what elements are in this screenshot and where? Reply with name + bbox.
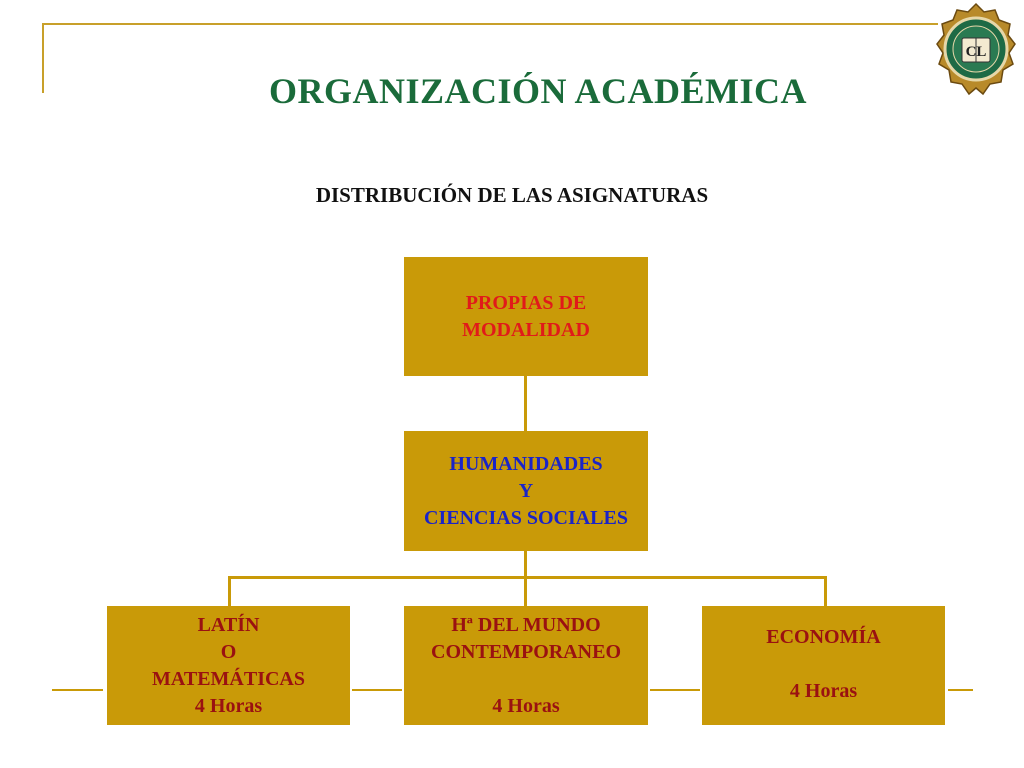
box-text: MODALIDAD xyxy=(462,318,590,341)
box-text: MATEMÁTICAS xyxy=(152,667,305,690)
page-title: ORGANIZACIÓN ACADÉMICA xyxy=(268,71,808,111)
connector-horizontal xyxy=(228,576,827,579)
connector-right-drop xyxy=(824,576,827,606)
box-text: LATÍN xyxy=(197,613,260,636)
page-subtitle: DISTRIBUCIÓN DE LAS ASIGNATURAS xyxy=(315,183,709,207)
box-text: PROPIAS DE xyxy=(465,291,587,314)
box-hours: 4 Horas xyxy=(194,694,263,717)
box-text: HUMANIDADES xyxy=(449,452,603,475)
connector-top-middle xyxy=(524,376,527,431)
box-humanidades-ciencias-sociales: HUMANIDADES Y CIENCIAS SOCIALES xyxy=(404,431,648,551)
baseline-segment xyxy=(352,689,402,691)
connector-middle-down xyxy=(524,551,527,578)
box-latin-matematicas: LATÍN O MATEMÁTICAS 4 Horas xyxy=(107,606,350,725)
box-text: CONTEMPORANEO xyxy=(431,640,621,663)
frame-left-line xyxy=(42,23,44,93)
logo-text: CL xyxy=(966,44,987,60)
box-hours: 4 Horas xyxy=(789,680,858,702)
box-economia: ECONOMÍA 4 Horas xyxy=(702,606,945,725)
box-text: ECONOMÍA xyxy=(766,626,881,648)
baseline-segment xyxy=(650,689,700,691)
connector-left-drop xyxy=(228,576,231,606)
box-hours: 4 Horas xyxy=(492,694,560,717)
connector-center-drop xyxy=(524,576,527,606)
box-propias-de-modalidad: PROPIAS DE MODALIDAD xyxy=(404,257,648,376)
box-text: Hª DEL MUNDO xyxy=(451,613,601,636)
frame-top-line xyxy=(42,23,938,25)
school-crest-logo: CL xyxy=(936,2,1016,96)
box-text: CIENCIAS SOCIALES xyxy=(424,506,628,529)
baseline-segment xyxy=(52,689,103,691)
box-text: Y xyxy=(518,479,534,502)
box-text: O xyxy=(220,640,237,663)
baseline-segment xyxy=(948,689,973,691)
box-historia-mundo-contemporaneo: Hª DEL MUNDO CONTEMPORANEO 4 Horas xyxy=(404,606,648,725)
